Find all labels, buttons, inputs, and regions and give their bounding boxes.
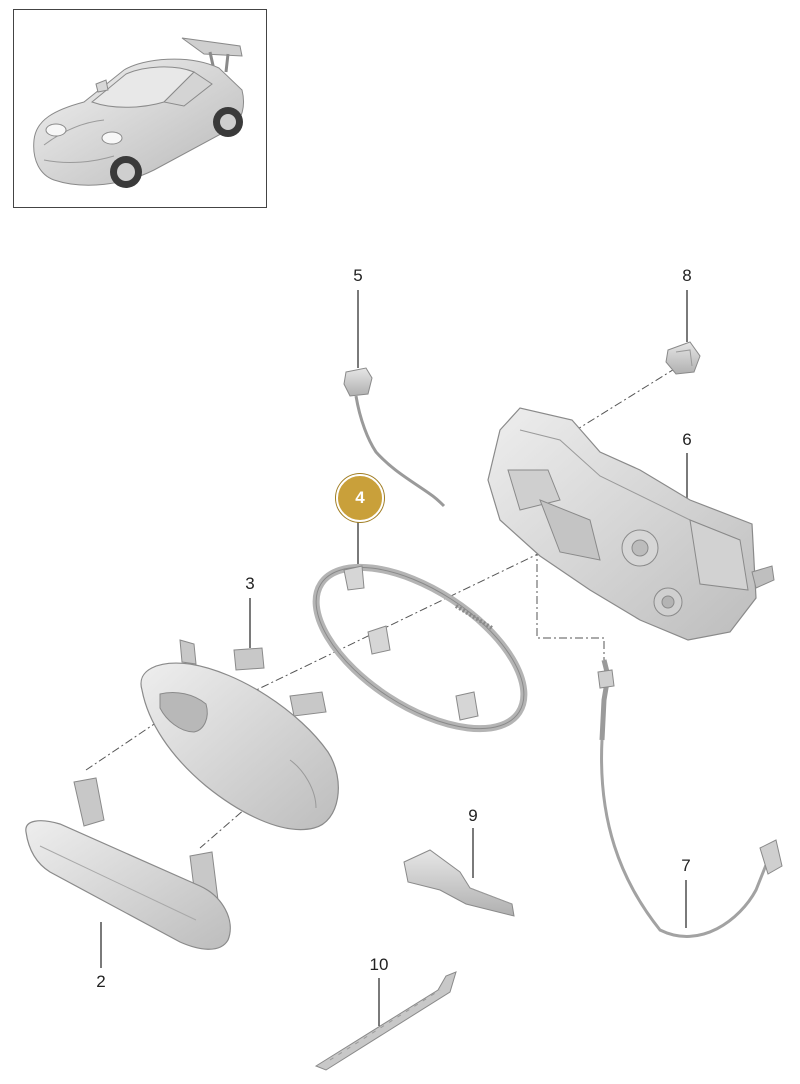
leader-lines <box>100 290 688 1026</box>
callout-2[interactable]: 2 <box>96 972 106 991</box>
vehicle-thumbnail <box>13 9 267 208</box>
callout-4-highlighted[interactable]: 4 <box>336 474 384 522</box>
part-9-key <box>403 849 515 917</box>
callout-3[interactable]: 3 <box>245 574 255 593</box>
callout-5[interactable]: 5 <box>353 266 363 285</box>
part-7-cable <box>597 659 783 938</box>
part-2-door-handle <box>25 777 231 950</box>
sports-car-icon <box>33 37 245 188</box>
callout-6[interactable]: 6 <box>682 430 692 449</box>
callout-9[interactable]: 9 <box>468 806 478 825</box>
callout-7[interactable]: 7 <box>681 856 691 875</box>
part-6-handle-bracket <box>487 407 775 641</box>
callout-10[interactable]: 10 <box>369 955 389 974</box>
part-5-wire-connector <box>343 367 446 508</box>
part-3-handle-shell <box>140 639 339 831</box>
part-4-gasket <box>312 563 528 733</box>
part-8-clip <box>665 341 701 375</box>
part-10-trim-strip <box>314 971 457 1071</box>
callout-8[interactable]: 8 <box>682 266 692 285</box>
